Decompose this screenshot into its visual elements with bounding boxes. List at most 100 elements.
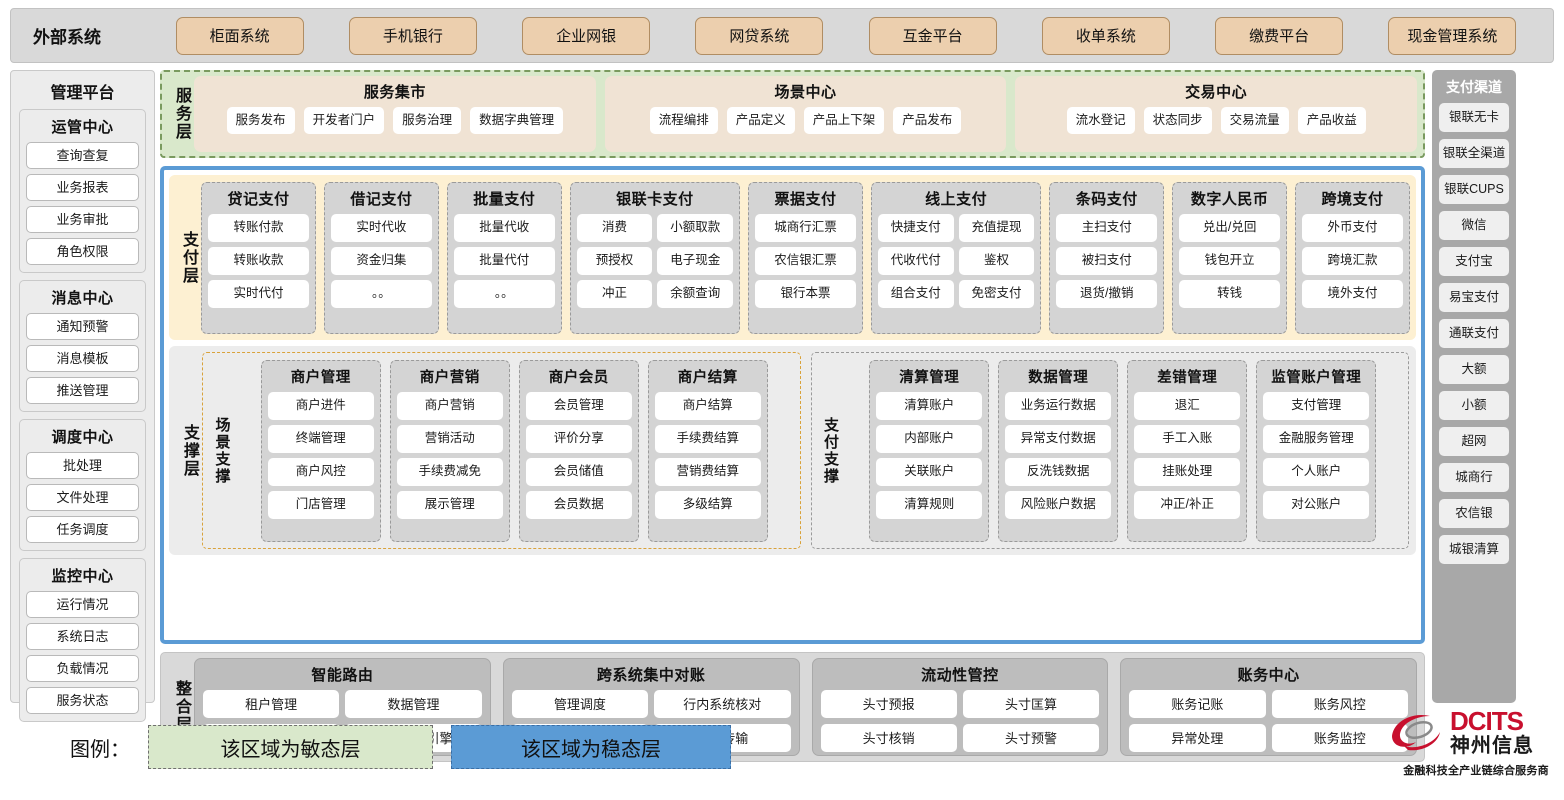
payment-item[interactable]: 被扫支付 — [1056, 246, 1158, 275]
integration-item[interactable]: 头寸预警 — [962, 724, 1100, 752]
support-item[interactable]: 评价分享 — [525, 424, 632, 453]
payment-channel-item[interactable]: 银联全渠道 — [1439, 139, 1509, 168]
payment-item[interactable]: 充值提现 — [958, 213, 1035, 242]
payment-item[interactable]: 免密支付 — [958, 279, 1035, 308]
integration-item[interactable]: 头寸匡算 — [962, 690, 1100, 718]
service-item[interactable]: 交易流量 — [1220, 107, 1289, 134]
support-item[interactable]: 营销活动 — [396, 424, 503, 453]
service-item[interactable]: 流程编排 — [649, 107, 718, 134]
management-item[interactable]: 运行情况 — [26, 591, 139, 618]
payment-item[interactable]: 跨境汇款 — [1302, 246, 1403, 275]
external-system-button[interactable]: 企业网银 — [522, 16, 651, 55]
integration-item[interactable]: 账务风控 — [1271, 690, 1408, 718]
payment-item[interactable]: 余额查询 — [657, 279, 734, 308]
support-item[interactable]: 多级结算 — [654, 490, 761, 519]
support-item[interactable]: 反洗钱数据 — [1005, 457, 1112, 486]
management-item[interactable]: 查询查复 — [26, 142, 139, 169]
support-item[interactable]: 金融服务管理 — [1263, 424, 1370, 453]
payment-item[interactable]: 转钱 — [1179, 279, 1281, 308]
support-item[interactable]: 商户营销 — [396, 391, 503, 420]
management-item[interactable]: 推送管理 — [26, 377, 139, 404]
support-item[interactable]: 会员储值 — [525, 457, 632, 486]
payment-item[interactable]: 快捷支付 — [877, 213, 954, 242]
support-item[interactable]: 手工入账 — [1134, 424, 1241, 453]
payment-item[interactable]: 消费 — [576, 213, 653, 242]
payment-item[interactable]: 城商行汇票 — [755, 213, 856, 242]
support-item[interactable]: 商户结算 — [654, 391, 761, 420]
payment-item[interactable]: 外币支付 — [1302, 213, 1403, 242]
support-item[interactable]: 营销费结算 — [654, 457, 761, 486]
integration-item[interactable]: 管理调度 — [511, 690, 649, 718]
integration-item[interactable]: 头寸预报 — [820, 690, 957, 718]
external-system-button[interactable]: 收单系统 — [1041, 16, 1170, 55]
integration-item[interactable]: 头寸核销 — [820, 724, 957, 752]
payment-item[interactable]: 境外支付 — [1302, 279, 1403, 308]
integration-item[interactable]: 账务记账 — [1129, 690, 1266, 718]
integration-item[interactable]: 异常处理 — [1129, 724, 1266, 752]
external-system-button[interactable]: 网贷系统 — [695, 16, 824, 55]
payment-item[interactable]: 鉴权 — [958, 246, 1035, 275]
payment-channel-item[interactable]: 城银清算 — [1439, 535, 1509, 564]
management-item[interactable]: 系统日志 — [26, 623, 139, 650]
payment-item[interactable]: 电子现金 — [657, 246, 734, 275]
support-item[interactable]: 支付管理 — [1263, 391, 1370, 420]
payment-item[interactable]: 冲正 — [576, 279, 653, 308]
payment-channel-item[interactable]: 超网 — [1439, 427, 1509, 456]
payment-channel-item[interactable]: 银联CUPS — [1439, 175, 1509, 204]
payment-item[interactable]: 批量代收 — [453, 213, 555, 242]
management-item[interactable]: 批处理 — [26, 452, 139, 479]
support-item[interactable]: 退汇 — [1134, 391, 1241, 420]
support-item[interactable]: 个人账户 — [1263, 457, 1370, 486]
payment-item[interactable]: 转账付款 — [208, 213, 309, 242]
external-system-button[interactable]: 互金平台 — [868, 16, 997, 55]
payment-item[interactable]: 主扫支付 — [1056, 213, 1158, 242]
external-system-button[interactable]: 手机银行 — [348, 16, 477, 55]
support-item[interactable]: 会员数据 — [525, 490, 632, 519]
support-item[interactable]: 内部账户 — [876, 424, 983, 453]
payment-item[interactable]: 代收代付 — [877, 246, 954, 275]
payment-item[interactable]: 预授权 — [576, 246, 653, 275]
payment-item[interactable]: 兑出/兑回 — [1179, 213, 1281, 242]
payment-item[interactable]: 实时代收 — [330, 213, 432, 242]
payment-item[interactable]: 。。 — [330, 279, 432, 308]
service-item[interactable]: 产品定义 — [726, 107, 795, 134]
payment-item[interactable]: 小额取款 — [657, 213, 734, 242]
payment-channel-item[interactable]: 大额 — [1439, 355, 1509, 384]
management-item[interactable]: 通知预警 — [26, 313, 139, 340]
external-system-button[interactable]: 缴费平台 — [1215, 16, 1344, 55]
payment-channel-item[interactable]: 银联无卡 — [1439, 103, 1509, 132]
support-item[interactable]: 业务运行数据 — [1005, 391, 1112, 420]
support-item[interactable]: 清算账户 — [876, 391, 983, 420]
payment-item[interactable]: 。。 — [453, 279, 555, 308]
service-item[interactable]: 服务发布 — [226, 107, 295, 134]
support-item[interactable]: 终端管理 — [267, 424, 374, 453]
payment-channel-item[interactable]: 城商行 — [1439, 463, 1509, 492]
service-item[interactable]: 服务治理 — [393, 107, 462, 134]
support-item[interactable]: 商户进件 — [267, 391, 374, 420]
payment-channel-item[interactable]: 小额 — [1439, 391, 1509, 420]
support-item[interactable]: 门店管理 — [267, 490, 374, 519]
support-item[interactable]: 对公账户 — [1263, 490, 1370, 519]
integration-item[interactable]: 数据管理 — [345, 690, 482, 718]
payment-channel-item[interactable]: 易宝支付 — [1439, 283, 1509, 312]
support-item[interactable]: 展示管理 — [396, 490, 503, 519]
support-item[interactable]: 风险账户数据 — [1005, 490, 1112, 519]
payment-item[interactable]: 转账收款 — [208, 246, 309, 275]
support-item[interactable]: 挂账处理 — [1134, 457, 1241, 486]
payment-channel-item[interactable]: 农信银 — [1439, 499, 1509, 528]
payment-item[interactable]: 组合支付 — [877, 279, 954, 308]
service-item[interactable]: 状态同步 — [1143, 107, 1212, 134]
payment-channel-item[interactable]: 通联支付 — [1439, 319, 1509, 348]
support-item[interactable]: 手续费结算 — [654, 424, 761, 453]
payment-item[interactable]: 钱包开立 — [1179, 246, 1281, 275]
integration-item[interactable]: 租户管理 — [203, 690, 340, 718]
payment-item[interactable]: 资金归集 — [330, 246, 432, 275]
support-item[interactable]: 冲正/补正 — [1134, 490, 1241, 519]
service-item[interactable]: 数据字典管理 — [470, 107, 564, 134]
service-item[interactable]: 产品发布 — [893, 107, 962, 134]
management-item[interactable]: 服务状态 — [26, 687, 139, 714]
payment-item[interactable]: 退货/撤销 — [1056, 279, 1158, 308]
external-system-button[interactable]: 柜面系统 — [175, 16, 304, 55]
integration-item[interactable]: 账务监控 — [1271, 724, 1408, 752]
external-system-button[interactable]: 现金管理系统 — [1388, 16, 1517, 55]
